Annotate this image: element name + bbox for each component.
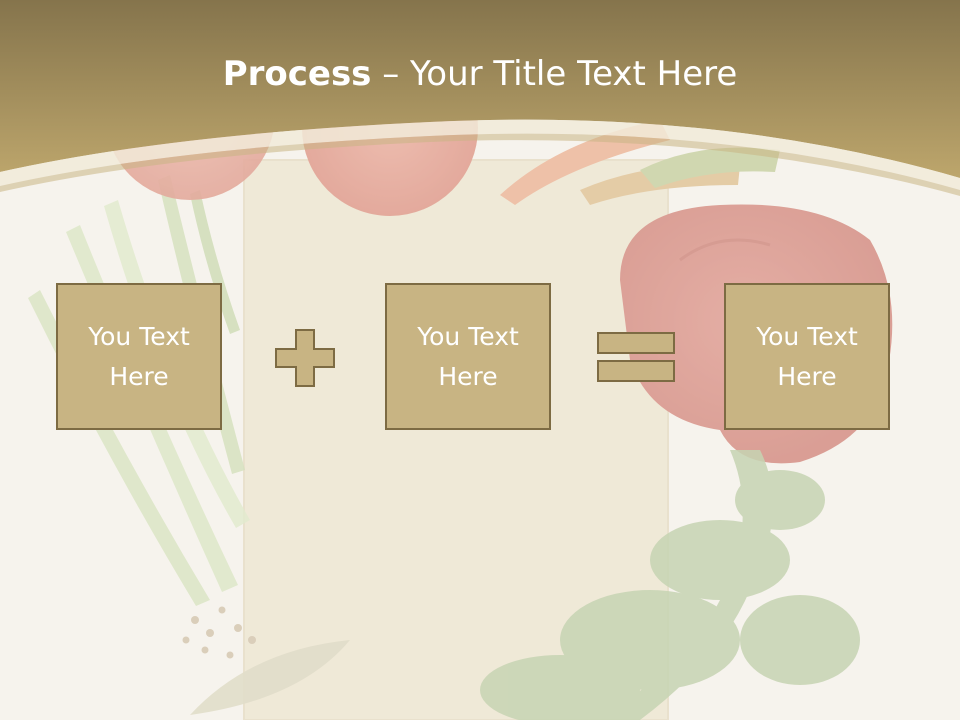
text-box-2[interactable]: You Text Here [385,283,551,430]
plus-icon [275,329,335,387]
text-box-1[interactable]: You Text Here [56,283,222,430]
equals-icon [597,332,675,382]
text-box-3-label: You Text Here [756,321,858,391]
title-rest: – Your Title Text Here [371,54,738,94]
text-box-3[interactable]: You Text Here [724,283,890,430]
title-bold: Process [222,54,372,94]
text-box-1-label: You Text Here [88,321,190,391]
text-box-2-label: You Text Here [417,321,519,391]
slide-title: Process – Your Title Text Here [0,52,960,96]
